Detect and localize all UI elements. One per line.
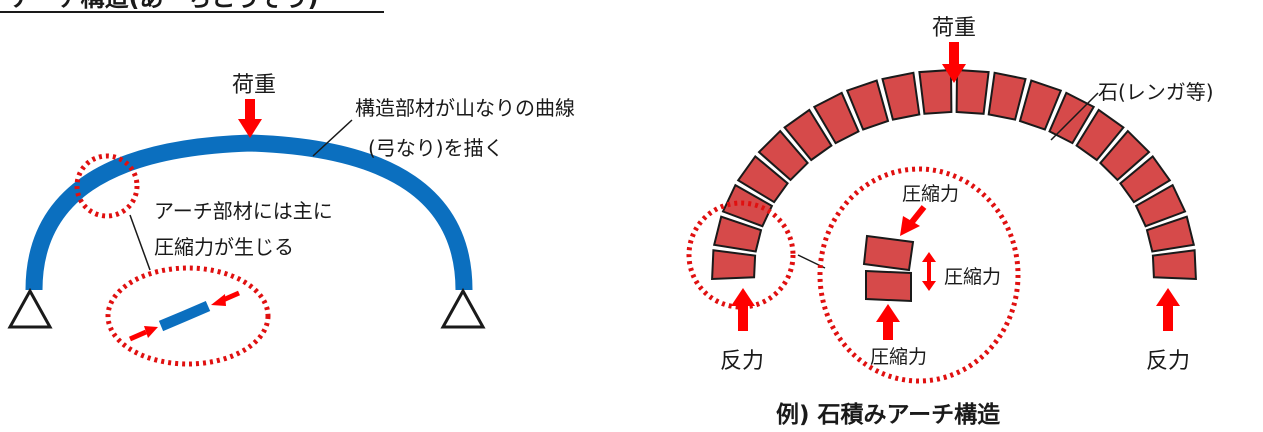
- load-label-left: 荷重: [232, 73, 276, 98]
- arch-stone: [1145, 215, 1196, 253]
- arch-stone: [1018, 79, 1063, 131]
- arch-stone: [783, 108, 833, 162]
- arch-stone: [881, 71, 921, 121]
- page-title: アーチ構造(あーちこうぞう): [10, 0, 319, 12]
- arch-stone: [736, 154, 789, 204]
- header: アーチ構造(あーちこうぞう): [10, 0, 319, 12]
- compression-arrow-double: [922, 252, 936, 291]
- highlight-circle-small: [74, 153, 140, 219]
- left-support-icon: [7, 287, 53, 329]
- arch-stone: [1134, 183, 1187, 228]
- right-arch-diagram: 荷重 石(レンガ等) 圧縮力 圧縮力 圧縮力: [686, 16, 1214, 428]
- detail-leader-line: [129, 214, 151, 271]
- member-segment: [158, 300, 211, 332]
- arch-stone: [845, 79, 890, 131]
- compression-note-line1: アーチ部材には主に: [154, 199, 333, 223]
- detail-circle-right: [817, 166, 1021, 384]
- reaction-label-right: 反力: [1146, 349, 1190, 374]
- compression-arrow-in-left: [128, 326, 158, 342]
- compression-arrow-bottom: [876, 304, 900, 340]
- reaction-label-left: 反力: [720, 349, 764, 374]
- stone-label: 石(レンガ等): [1098, 80, 1214, 104]
- arch-stone: [1075, 108, 1125, 162]
- right-support-icon: [440, 287, 486, 329]
- compression-arrow-top: [900, 205, 927, 236]
- load-arrow-left: [238, 99, 262, 138]
- left-arch-diagram: 荷重 構造部材が山なりの曲線 (弓なり)を描く アーチ部材には主に 圧縮力が生じ…: [7, 73, 575, 367]
- arch-stone: [1119, 154, 1172, 204]
- arch-stone: [812, 91, 860, 145]
- member-leader-line: [312, 119, 353, 157]
- detail-stone-lower: [865, 269, 912, 303]
- reaction-arrow-left: [731, 288, 755, 331]
- detail-circle-left: [105, 265, 271, 367]
- compression-arrow-in-right: [211, 290, 241, 306]
- member-note-line2: (弓なり)を描く: [368, 136, 504, 160]
- highlight-circle-stones: [686, 200, 796, 310]
- arch-stone: [711, 249, 757, 281]
- stone-leader-line: [1050, 92, 1099, 141]
- compression-note-line2: 圧縮力が生じる: [154, 235, 294, 259]
- example-caption: 例) 石積みアーチ構造: [776, 402, 1001, 428]
- compression-label-top: 圧縮力: [902, 183, 959, 205]
- arch-member: [25, 134, 473, 291]
- arch-stone: [712, 215, 763, 253]
- arch-stone: [757, 129, 809, 182]
- arch-stone: [1099, 129, 1151, 182]
- load-label-right: 荷重: [932, 16, 976, 41]
- member-note-line1: 構造部材が山なりの曲線: [355, 96, 575, 120]
- compression-label-bottom: 圧縮力: [870, 346, 927, 368]
- arch-stone: [1151, 249, 1197, 281]
- compression-label-mid: 圧縮力: [944, 266, 1001, 288]
- detail-stone-upper: [862, 234, 915, 272]
- arch-stone: [955, 68, 990, 115]
- reaction-arrow-right: [1156, 288, 1180, 331]
- arch-stone: [987, 71, 1027, 121]
- arch-stone: [918, 68, 953, 115]
- load-arrow-right: [942, 42, 966, 83]
